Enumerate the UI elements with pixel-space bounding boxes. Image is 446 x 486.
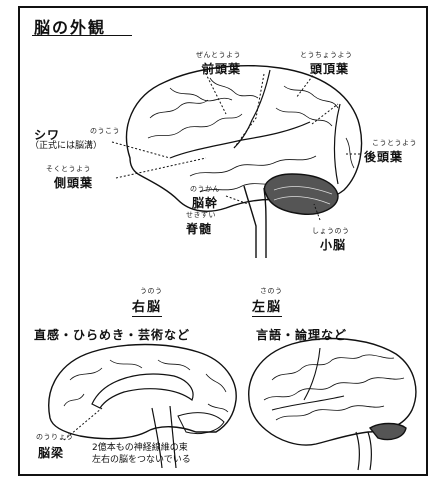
left-brain-desc: 言語・論理など	[256, 326, 347, 343]
temporal-ruby: そくとうよう	[46, 164, 91, 174]
right-brain-ruby: うのう	[140, 286, 163, 296]
spinal-label: 脊髄	[186, 220, 212, 237]
spinal-ruby: せきずい	[186, 210, 216, 220]
wrinkle-note: （正式には脳溝）	[30, 138, 102, 151]
left-brain-ruby: さのう	[260, 286, 283, 296]
right-brain-desc: 直感・ひらめき・芸術など	[34, 326, 190, 343]
occipital-ruby: こうとうよう	[372, 138, 417, 148]
parietal-ruby: とうちょうよう	[300, 50, 353, 60]
left-brain-title: 左脳	[252, 296, 282, 317]
diagram-sheet: 脳の外観	[18, 6, 428, 476]
temporal-label: 側頭葉	[54, 174, 93, 191]
right-brain-title: 右脳	[132, 296, 162, 317]
frontal-ruby: ぜんとうよう	[196, 50, 241, 60]
left-brain-drawing	[249, 339, 416, 470]
cerebellum-ruby: しょうのう	[312, 226, 350, 236]
wrinkle-ruby: のうこう	[90, 126, 120, 136]
frontal-label: 前頭葉	[202, 60, 241, 77]
brain-illustrations	[20, 8, 430, 478]
corpus-label: 脳梁	[38, 444, 64, 461]
brainstem-label: 脳幹	[192, 194, 218, 211]
corpus-desc-line2: 左右の脳をつないでいる	[92, 452, 191, 465]
cerebellum-label: 小脳	[320, 236, 346, 253]
parietal-label: 頭頂葉	[310, 60, 349, 77]
occipital-label: 後頭葉	[364, 148, 403, 165]
brainstem-ruby: のうかん	[190, 184, 220, 194]
corpus-ruby: のうりょう	[36, 432, 74, 442]
